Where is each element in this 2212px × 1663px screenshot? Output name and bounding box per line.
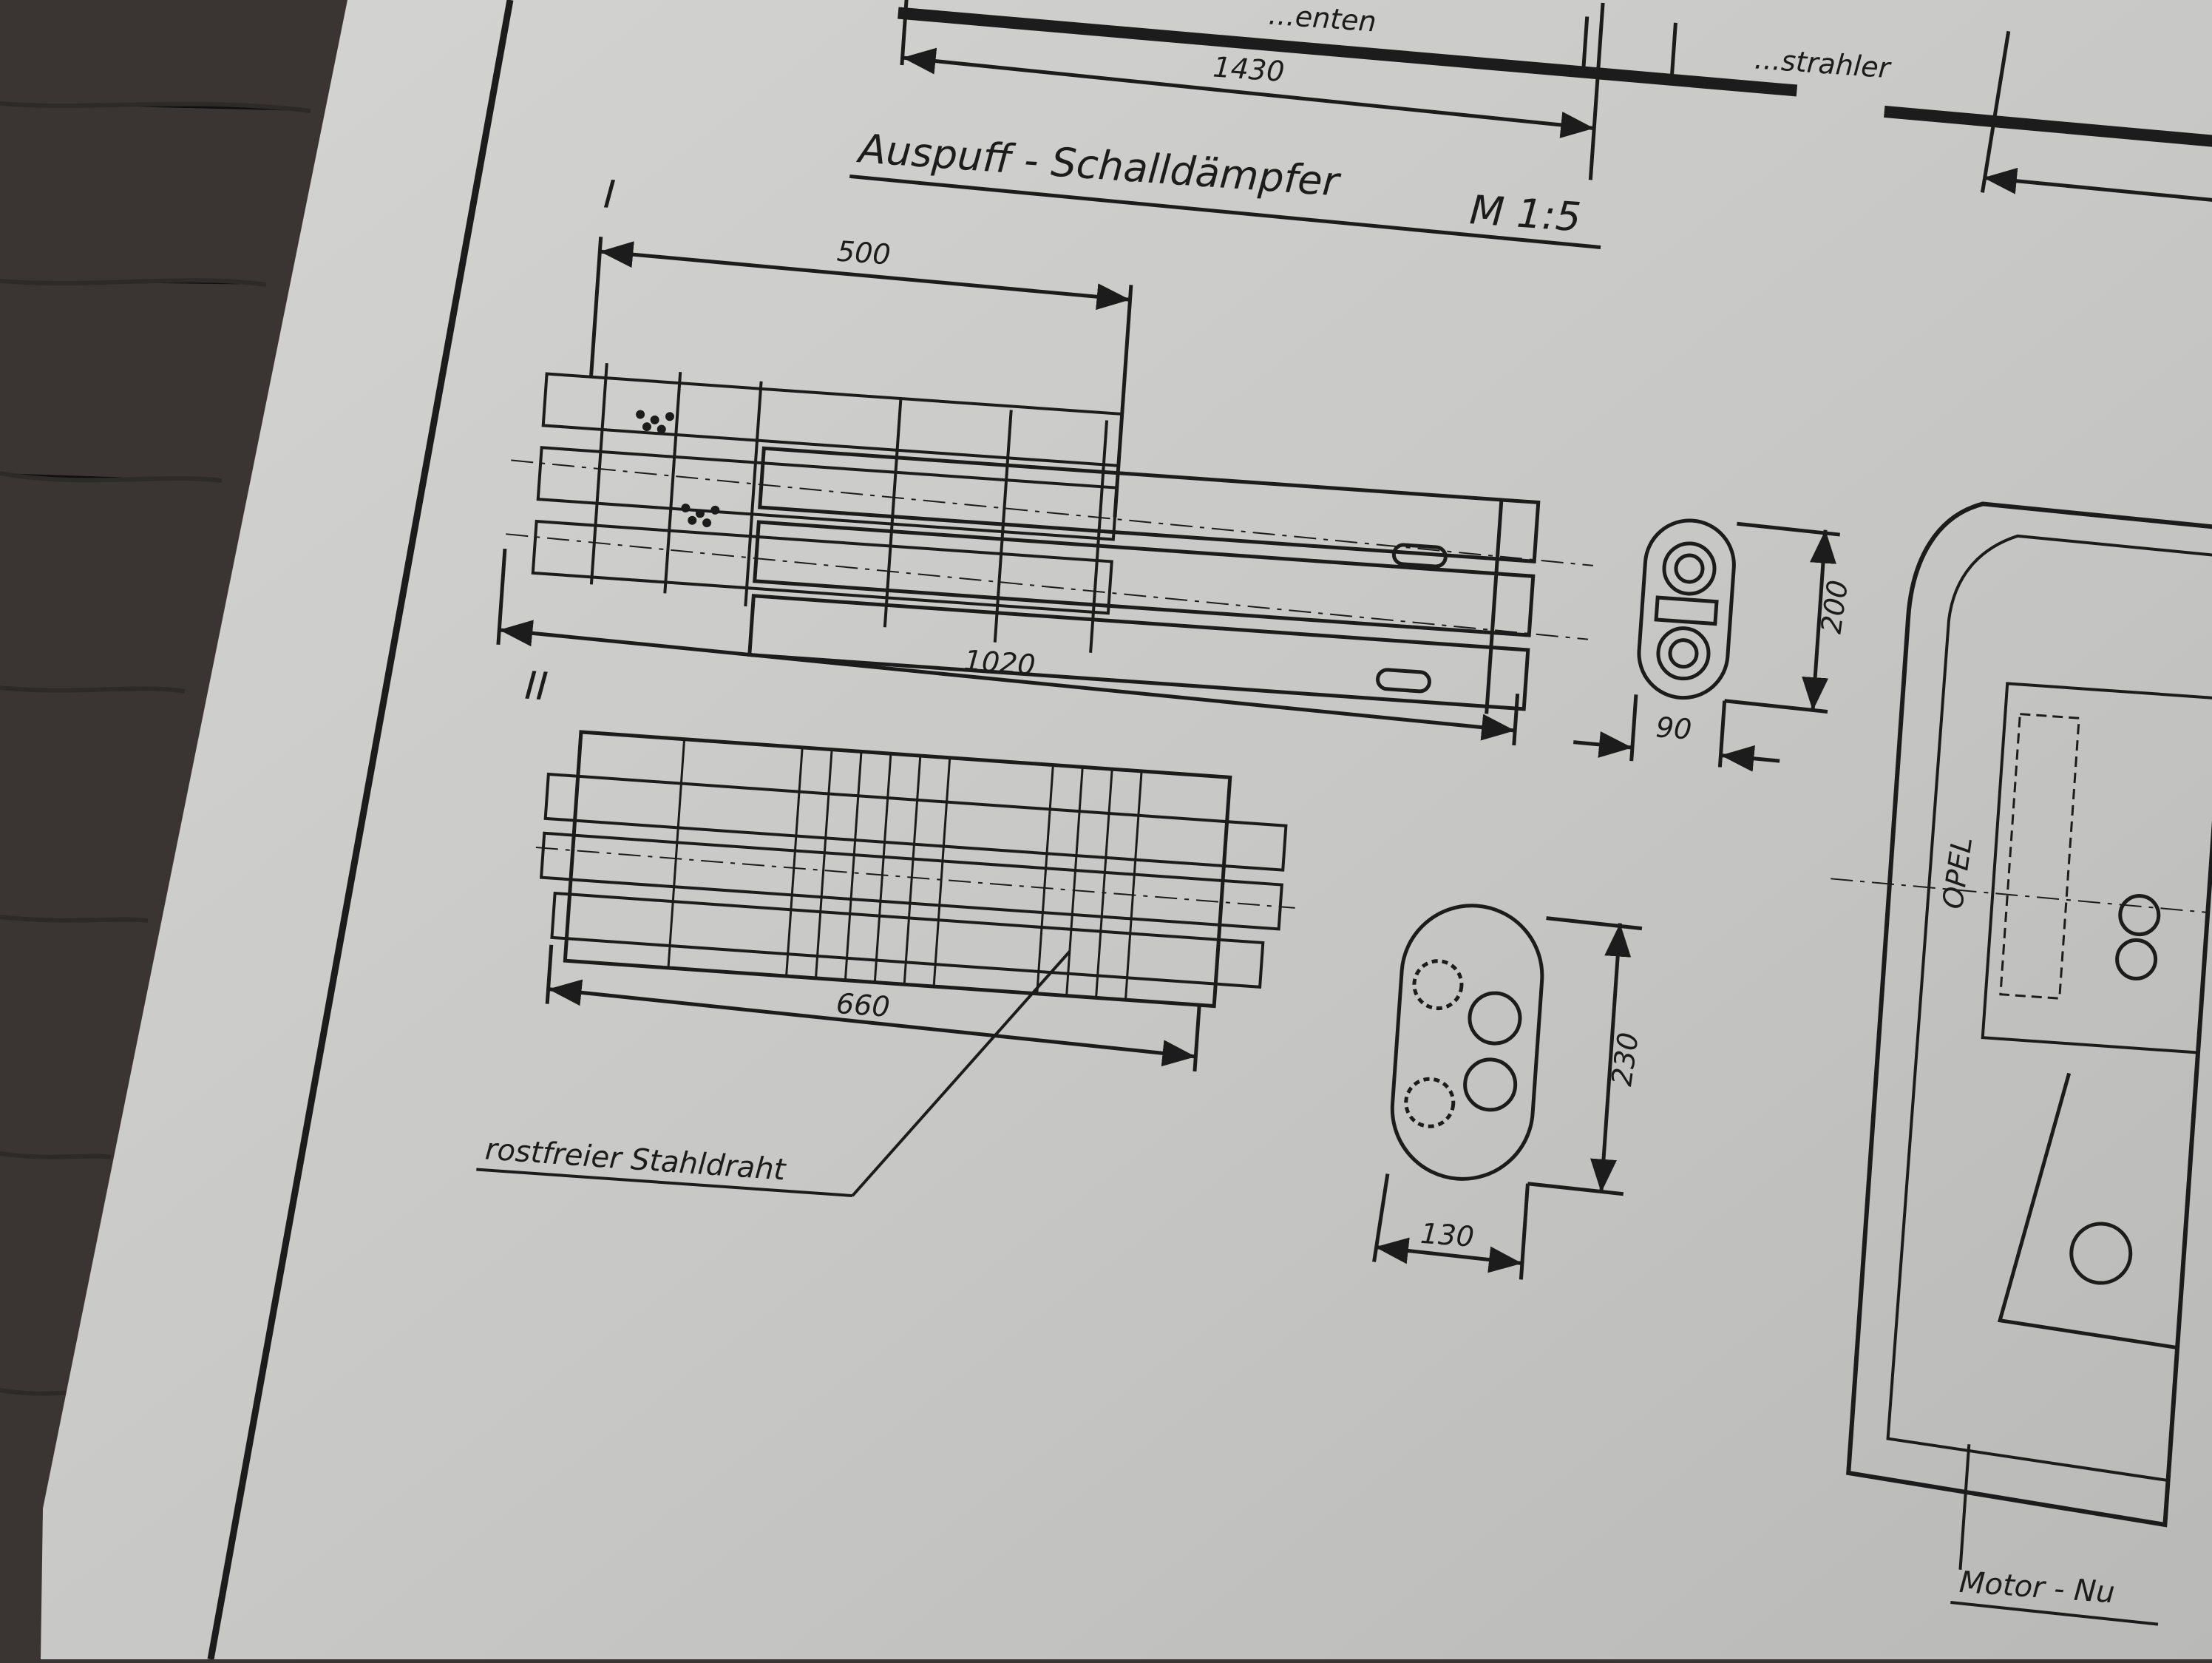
view-one-length-dim: 1020 xyxy=(963,644,1037,682)
view-two-numeral: II xyxy=(523,664,549,710)
page-border xyxy=(207,0,514,1660)
scale-text: M 1:5 xyxy=(1468,186,1583,240)
muffler-two-end-view: 230 130 xyxy=(1372,904,1645,1280)
view-two-width-dim: 130 xyxy=(1419,1217,1475,1253)
view-two-height-dim: 230 xyxy=(1605,1030,1645,1088)
view-one-width-dim: 90 xyxy=(1655,711,1692,745)
view-one-height-dim: 200 xyxy=(1815,578,1855,636)
view-one-top-dim: 500 xyxy=(836,235,892,271)
top-partial-drawing: 1430 ...enten ...strahler xyxy=(898,0,2212,206)
paper-sheet xyxy=(41,0,2212,1659)
muffler-one-end-view: 200 90 xyxy=(1573,518,1855,772)
view-one-numeral: I xyxy=(603,172,617,217)
top-dimension: 1430 xyxy=(1212,50,1286,88)
view-two-length-dim: 660 xyxy=(835,987,891,1023)
muffler-one-side-view: I 500 xyxy=(496,172,1594,746)
wood-grain xyxy=(0,101,311,1396)
top-label-left: ...enten xyxy=(1267,0,1377,38)
